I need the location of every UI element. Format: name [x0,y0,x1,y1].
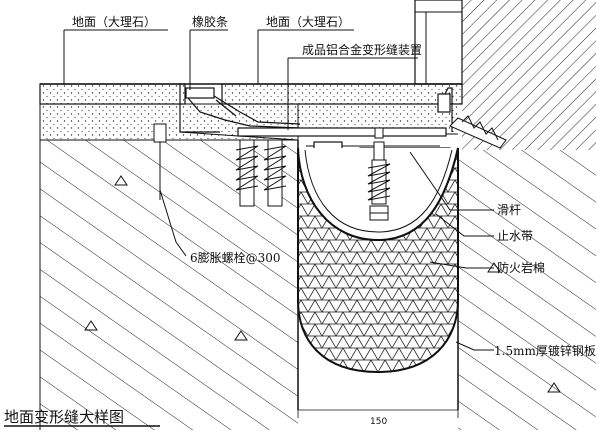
label-floor-right: 地面（大理石） [266,15,350,29]
left-concrete-slab [39,140,299,430]
drawing-title: 地面变形缝大样图 [4,408,124,426]
right-wall [414,0,596,150]
aluminium-expansion-device [179,84,453,159]
label-water-stop: 止水带 [497,229,533,243]
right-concrete-slab [457,150,596,430]
label-steel-plate: 1.5mm厚镀锌钢板 [494,344,596,358]
leader-lines [63,29,494,351]
wall-anchor [449,115,507,149]
marble-floor-layer [39,83,463,105]
label-slide-rod: 滑杆 [497,203,521,217]
label-device: 成品铝合金变形缝装置 [302,42,422,57]
label-floor-left: 地面（大理石） [72,15,156,29]
dimension-value: 150 [370,417,387,427]
expansion-bolts [153,123,384,207]
label-bolt: 6膨胀螺栓@300 [190,250,281,265]
slide-rod-screw [367,141,391,221]
label-fire-wool: 防火岩棉 [497,260,545,275]
label-rubber-strip: 橡胶条 [192,14,228,29]
dimension-line [297,402,459,418]
